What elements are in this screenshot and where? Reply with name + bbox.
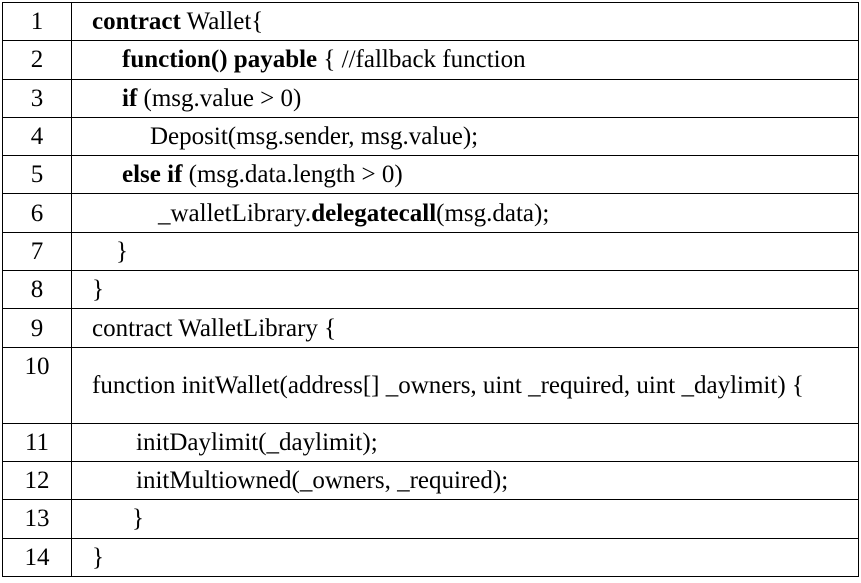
code-row: 13} bbox=[2, 499, 859, 539]
line-number: 5 bbox=[2, 155, 72, 195]
line-number: 11 bbox=[2, 422, 72, 462]
line-number: 9 bbox=[2, 308, 72, 348]
line-number: 8 bbox=[2, 270, 72, 310]
code-line: else if (msg.data.length > 0) bbox=[71, 155, 859, 195]
code-keyword: function() payable bbox=[122, 46, 318, 74]
code-line-content: function initWallet(address[] _owners, u… bbox=[92, 367, 838, 404]
code-row: 6 _walletLibrary.delegatecall(msg.data); bbox=[2, 193, 859, 233]
code-row: 4 Deposit(msg.sender, msg.value); bbox=[2, 116, 859, 157]
code-line-content: _walletLibrary.delegatecall(msg.data); bbox=[92, 195, 549, 232]
code-line-content: function() payable { //fallback function bbox=[92, 41, 526, 78]
code-line: if (msg.value > 0) bbox=[71, 78, 859, 118]
code-line: } bbox=[71, 270, 859, 310]
code-row: 5 else if (msg.data.length > 0) bbox=[2, 155, 859, 195]
code-keyword: else if bbox=[122, 161, 183, 189]
code-line: contract WalletLibrary { bbox=[71, 308, 859, 348]
code-text: } bbox=[116, 237, 128, 265]
code-text: Wallet{ bbox=[180, 8, 264, 36]
code-line: } bbox=[71, 537, 859, 577]
code-keyword: delegatecall bbox=[311, 199, 437, 227]
code-text: contract WalletLibrary { bbox=[92, 314, 337, 342]
code-line-content: } bbox=[92, 539, 104, 576]
code-text: function initWallet(address[] _owners, u… bbox=[92, 371, 804, 399]
line-number: 1 bbox=[2, 1, 72, 42]
code-line-content: if (msg.value > 0) bbox=[92, 80, 301, 117]
line-number: 13 bbox=[2, 499, 72, 539]
code-line-content: contract WalletLibrary { bbox=[92, 310, 336, 347]
code-text: Deposit(msg.sender, msg.value); bbox=[150, 123, 479, 151]
code-line-content: } bbox=[92, 500, 144, 537]
code-text: (msg.value > 0) bbox=[137, 84, 302, 112]
code-text: } bbox=[92, 276, 104, 304]
code-row: 7} bbox=[2, 231, 859, 272]
code-text: (msg.data.length > 0) bbox=[182, 161, 403, 189]
code-text: _walletLibrary. bbox=[158, 199, 312, 227]
code-text: initMultiowned(_owners, _required); bbox=[136, 467, 509, 495]
code-line: Deposit(msg.sender, msg.value); bbox=[71, 116, 859, 157]
code-line: } bbox=[71, 231, 859, 272]
line-number: 6 bbox=[2, 193, 72, 233]
code-row: 8} bbox=[2, 270, 859, 310]
code-line: function initWallet(address[] _owners, u… bbox=[71, 346, 859, 424]
code-line-content: } bbox=[92, 271, 104, 308]
line-number: 4 bbox=[2, 116, 72, 157]
line-number: 3 bbox=[2, 78, 72, 118]
code-line: _walletLibrary.delegatecall(msg.data); bbox=[71, 193, 859, 233]
code-row: 1 contract Wallet{ bbox=[2, 1, 859, 42]
line-number: 7 bbox=[2, 231, 72, 272]
code-line: initDaylimit(_daylimit); bbox=[71, 422, 859, 462]
code-row: 14} bbox=[2, 537, 859, 577]
code-text: } bbox=[92, 543, 104, 571]
code-line-content: initDaylimit(_daylimit); bbox=[92, 424, 378, 461]
code-line: contract Wallet{ bbox=[71, 1, 859, 42]
code-text: initDaylimit(_daylimit); bbox=[136, 428, 378, 456]
code-text: { //fallback function bbox=[317, 46, 526, 74]
code-row: 10 function initWallet(address[] _owners,… bbox=[2, 346, 859, 424]
code-line: } bbox=[71, 499, 859, 539]
code-row: 3 if (msg.value > 0) bbox=[2, 78, 859, 118]
code-line-content: initMultiowned(_owners, _required); bbox=[92, 462, 508, 499]
code-line: initMultiowned(_owners, _required); bbox=[71, 460, 859, 501]
code-row: 12 initMultiowned(_owners, _required); bbox=[2, 460, 859, 501]
code-line-content: contract Wallet{ bbox=[92, 3, 263, 40]
code-line-content: } bbox=[92, 233, 128, 270]
code-row: 9 contract WalletLibrary { bbox=[2, 308, 859, 348]
code-line: function() payable { //fallback function bbox=[71, 40, 859, 80]
code-keyword: if bbox=[122, 84, 138, 112]
code-row: 11 initDaylimit(_daylimit); bbox=[2, 422, 859, 462]
code-keyword: contract bbox=[92, 8, 181, 36]
line-number: 2 bbox=[2, 40, 72, 80]
line-number: 10 bbox=[2, 346, 72, 424]
code-line-content: else if (msg.data.length > 0) bbox=[92, 156, 403, 193]
code-line-content: Deposit(msg.sender, msg.value); bbox=[92, 118, 478, 155]
line-number: 14 bbox=[2, 537, 72, 577]
code-text: } bbox=[132, 505, 144, 533]
code-row: 2 function() payable { //fallback functio… bbox=[2, 40, 859, 80]
line-number: 12 bbox=[2, 460, 72, 501]
code-text: (msg.data); bbox=[436, 199, 550, 227]
